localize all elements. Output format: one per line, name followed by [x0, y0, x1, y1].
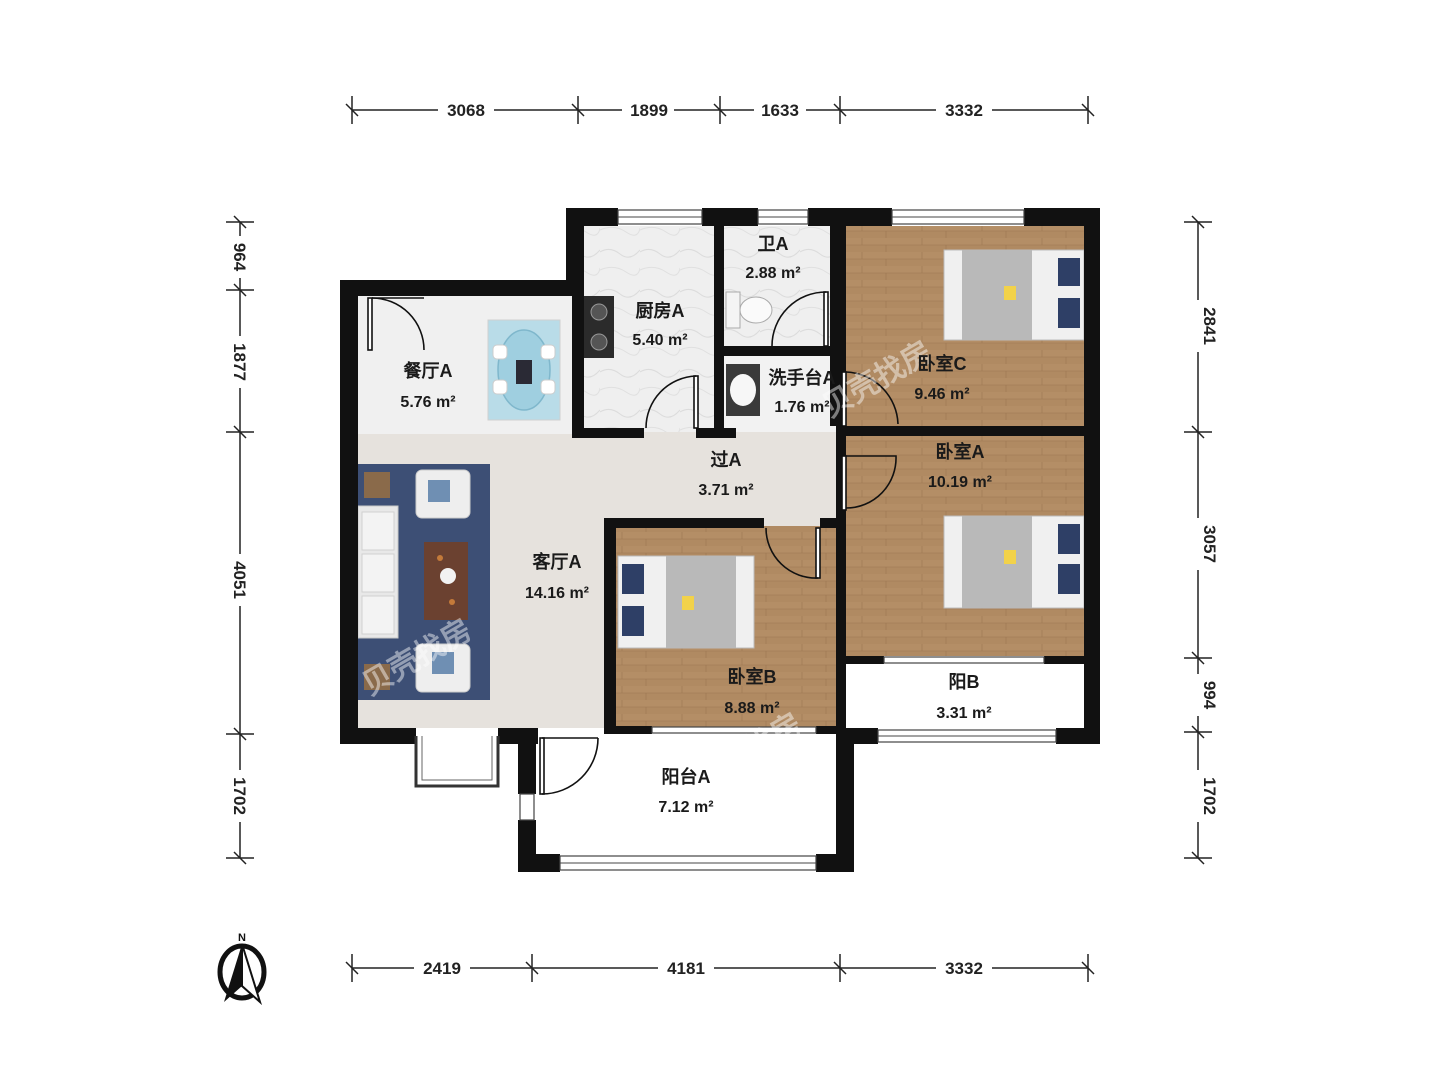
washroom-area: 1.76 m² — [774, 399, 829, 416]
balcony-b-area: 3.31 m² — [936, 705, 991, 722]
dim-top-4: 3332 — [945, 101, 983, 120]
bottom-dimensions: 2419 4181 3332 — [345, 954, 1095, 982]
dim-bottom-1: 2419 — [423, 959, 461, 978]
dim-left-2: 1877 — [230, 343, 249, 381]
corridor-name: 过A — [711, 449, 742, 470]
right-dimensions: 2841 3057 994 1702 — [1184, 215, 1219, 865]
room-labels: 餐厅A 5.76 m² 厨房A 5.40 m² 卫A 2.88 m² 洗手台A … — [400, 234, 992, 816]
dim-right-4: 1702 — [1200, 777, 1219, 815]
dim-left-3: 4051 — [230, 561, 249, 599]
dim-top-3: 1633 — [761, 101, 799, 120]
dim-top-2: 1899 — [630, 101, 668, 120]
bedroom-c-name: 卧室C — [918, 353, 967, 374]
toilet-bowl — [725, 291, 773, 329]
bedroom-a-name: 卧室A — [936, 441, 985, 462]
kitchen-name: 厨房A — [636, 300, 685, 321]
dim-right-3: 994 — [1200, 681, 1219, 710]
toilet-name: 卫A — [758, 234, 789, 254]
doors — [367, 291, 899, 795]
compass-north-label: N — [238, 932, 246, 944]
top-dimensions: 3068 1899 1633 3332 — [345, 96, 1095, 124]
stove — [584, 296, 614, 358]
sofa — [357, 469, 471, 693]
walls — [340, 208, 1100, 872]
dining-area: 5.76 m² — [400, 394, 455, 411]
coffee-table — [424, 542, 468, 620]
dim-bottom-3: 3332 — [945, 959, 983, 978]
corridor-floor — [600, 432, 840, 520]
bedroom-c-area: 9.46 m² — [914, 386, 969, 403]
bed-bedroom-b — [617, 555, 755, 649]
bed-bedroom-c — [943, 249, 1085, 341]
bed-bedroom-a — [943, 515, 1085, 609]
windows — [414, 209, 1057, 871]
dim-right-2: 3057 — [1200, 525, 1219, 563]
toilet-floor — [722, 226, 836, 350]
left-dimensions: 964 1877 4051 1702 — [226, 215, 254, 865]
living-name: 客厅A — [533, 551, 582, 572]
dim-left-4: 1702 — [230, 777, 249, 815]
balcony-b-name: 阳B — [949, 672, 980, 692]
balcony-a-area: 7.12 m² — [658, 799, 713, 816]
washroom-name: 洗手台A — [769, 367, 836, 388]
toilet-area: 2.88 m² — [745, 265, 800, 282]
dining-table — [487, 319, 561, 421]
dim-bottom-2: 4181 — [667, 959, 705, 978]
compass-icon: N — [217, 932, 267, 1006]
corridor-area: 3.71 m² — [698, 482, 753, 499]
balcony-a-name: 阳台A — [662, 766, 711, 787]
balcony-a-floor — [536, 736, 838, 854]
kitchen-area: 5.40 m² — [632, 332, 687, 349]
dim-top-1: 3068 — [447, 101, 485, 120]
dim-left-1: 964 — [230, 243, 249, 272]
balcony-b-floor — [846, 664, 1084, 730]
dining-name: 餐厅A — [403, 360, 453, 381]
wash-basin — [726, 364, 760, 416]
dim-right-1: 2841 — [1200, 307, 1219, 345]
bedroom-a-area: 10.19 m² — [928, 474, 992, 491]
living-area: 14.16 m² — [525, 585, 589, 602]
bedroom-b-area: 8.88 m² — [724, 700, 779, 717]
bedroom-b-name: 卧室B — [728, 666, 777, 687]
